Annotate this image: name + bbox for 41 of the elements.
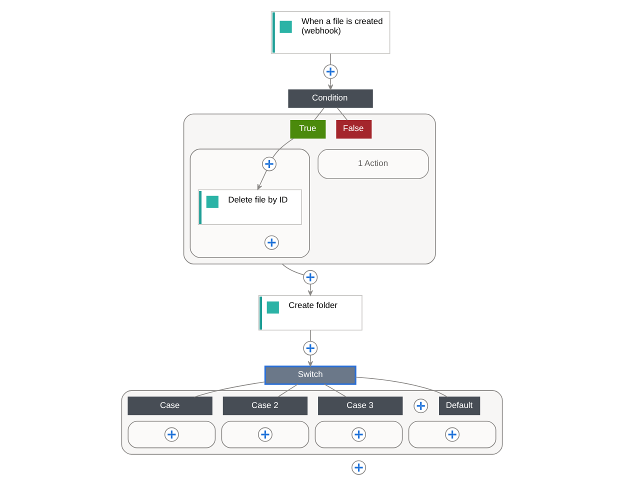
node-circle: [258, 427, 272, 442]
node-box: Switch: [264, 366, 356, 385]
node-box: Case 2: [222, 396, 308, 416]
node-circle: [164, 427, 179, 442]
node-circle: [262, 156, 277, 172]
node-circle: [414, 398, 428, 414]
node-circle: [445, 427, 460, 442]
node-box: False: [336, 120, 372, 139]
cluster: [408, 420, 496, 448]
cluster: [190, 148, 310, 258]
connector: [194, 381, 266, 398]
connector: [324, 384, 347, 398]
connector: [310, 330, 311, 342]
connector: [282, 264, 304, 276]
connector: [330, 53, 331, 65]
node-box: Case 3: [318, 396, 403, 416]
connector: [355, 376, 448, 398]
arrow: [257, 170, 267, 190]
node-circle: [352, 427, 366, 442]
node-circle: [303, 340, 318, 356]
node-circle: [323, 64, 338, 79]
connector: [336, 107, 348, 121]
node-circle: [352, 460, 366, 475]
connector: [314, 107, 325, 121]
cluster: [314, 420, 403, 448]
connector: [278, 384, 298, 398]
node-circle: [264, 235, 279, 250]
node-box: Case: [128, 396, 212, 416]
node-box: True: [290, 120, 326, 139]
cluster: [183, 114, 436, 264]
node-box: Condition: [288, 89, 373, 108]
cluster: [128, 420, 216, 448]
connector: [272, 138, 294, 158]
arrow: [308, 284, 313, 296]
node-circle: [303, 270, 318, 285]
arrow: [308, 354, 313, 367]
node-box: Default: [439, 396, 480, 416]
cluster: [121, 390, 503, 455]
cluster: [221, 420, 310, 448]
node-box: 1 Action: [318, 149, 429, 179]
arrow: [328, 78, 334, 90]
